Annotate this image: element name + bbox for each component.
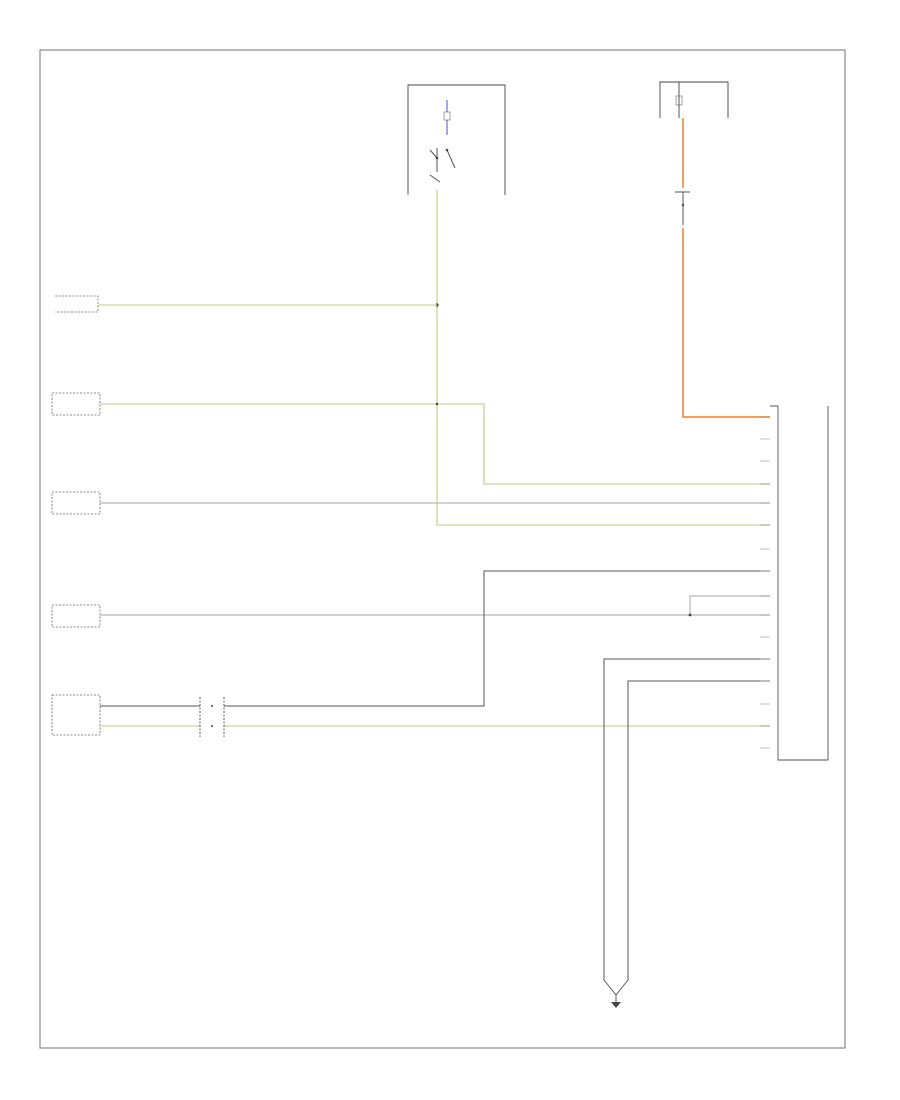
ground-wire-b [627,680,770,980]
relay-output-wire-b [436,305,770,526]
fuse-icon [443,111,451,121]
fuse-relay-block [407,84,506,195]
wire-crossing [435,402,439,406]
ground-icon [611,995,621,1008]
component-fuel-pump [55,295,437,313]
inline-connector [199,697,225,737]
relay-switch [429,148,456,183]
component-4 [51,595,770,628]
ground-wire-a [603,658,770,980]
fuse-block-right [659,81,729,118]
diagram-frame [39,49,846,1049]
component-3 [51,491,770,515]
ground-wire-join [603,979,629,996]
dlc-pin-ticks [760,416,770,749]
component-5 [51,570,770,736]
component-2 [51,392,770,485]
data-link-connector [760,405,829,761]
orange-supply-wire [682,118,770,418]
connector-inline [675,191,690,225]
